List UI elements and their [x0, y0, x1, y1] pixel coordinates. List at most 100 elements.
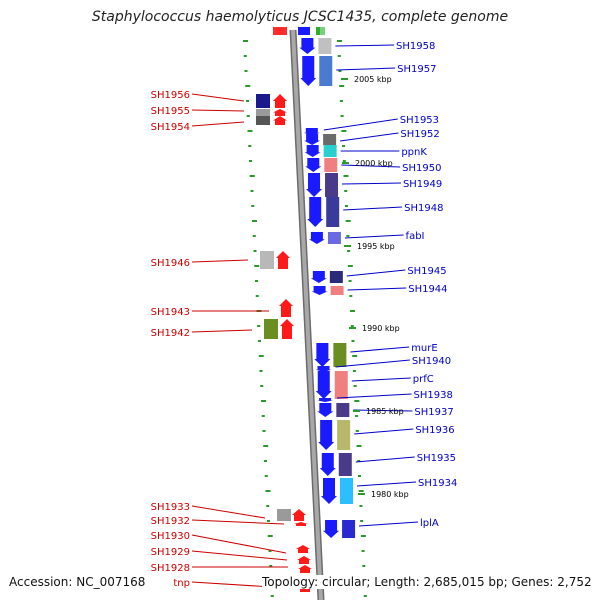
tick-mark-left	[249, 175, 255, 177]
right-gene-label: SH1934	[418, 478, 457, 489]
tick-mark-left	[265, 490, 271, 492]
left-gene-label: SH1946	[151, 258, 190, 269]
tick-mark-right	[344, 205, 348, 207]
gene-box	[330, 286, 344, 295]
tick-mark-right	[351, 340, 355, 342]
gene-box	[326, 197, 340, 227]
tick-mark-right	[342, 145, 346, 147]
left-gene-label: SH1943	[151, 307, 190, 318]
tick-mark-right	[344, 190, 348, 192]
tick-mark-right	[342, 160, 346, 162]
tick-mark-left	[270, 595, 274, 597]
tick-mark-left	[267, 535, 273, 537]
top-partial-genes	[273, 27, 325, 35]
tick-mark-right	[346, 235, 350, 237]
topology-text: Topology: circular; Length: 2,685,015 bp…	[262, 575, 592, 589]
tick-mark-left	[244, 70, 248, 72]
tick-mark-right	[360, 535, 366, 537]
right-gene-label: SH1952	[400, 129, 439, 140]
tick-mark-right	[357, 460, 361, 462]
gene-box	[319, 56, 333, 86]
kbp-marker: 1985 kbp	[353, 407, 404, 416]
right-gene-label: SH1935	[417, 453, 456, 464]
left-gene-sh1955: SH1955	[151, 106, 287, 117]
right-gene-sh1948: SH1948	[307, 197, 443, 227]
tick-mark-left	[257, 325, 261, 327]
gene-box	[336, 403, 350, 417]
tick-mark-right	[350, 325, 354, 327]
tick-mark-left	[261, 415, 265, 417]
genome-backbone	[289, 29, 325, 600]
right-gene-label: murE	[411, 343, 438, 354]
right-gene-label: SH1944	[408, 284, 447, 295]
tick-mark-right	[357, 475, 361, 477]
tick-mark-right	[353, 385, 357, 387]
tick-mark-right	[347, 250, 351, 252]
tick-mark-right	[343, 175, 349, 177]
tick-mark-left	[259, 370, 263, 372]
left-gene-label: SH1930	[151, 531, 190, 542]
tick-mark-left	[246, 115, 250, 117]
kbp-label: 1980 kbp	[371, 490, 409, 499]
right-gene-sh1936: SH1936	[318, 420, 455, 450]
tick-mark-left	[261, 400, 266, 402]
right-gene-fabi: fabI	[308, 231, 425, 244]
tick-mark-left	[258, 340, 261, 342]
tick-mark-left	[243, 40, 248, 42]
tick-mark-right	[349, 295, 353, 297]
tick-mark-right	[358, 490, 364, 492]
kbp-label: 2000 kbp	[355, 159, 393, 168]
left-gene-label: SH1955	[151, 106, 190, 117]
gene-box	[323, 145, 337, 157]
left-gene-sh1929: SH1929	[151, 547, 311, 564]
tick-mark-right	[363, 595, 367, 597]
tick-mark-right	[350, 310, 356, 312]
kbp-marker: 2000 kbp	[342, 159, 393, 168]
tick-mark-right	[337, 55, 341, 57]
tick-mark-left	[269, 565, 273, 567]
right-gene-sh1938: SH1938	[317, 390, 453, 402]
kbp-label: 2005 kbp	[354, 75, 392, 84]
kbp-label: 1995 kbp	[357, 242, 395, 251]
right-gene-sh1945: SH1945	[310, 266, 447, 283]
accession-text: Accession: NC_007168	[9, 575, 146, 589]
tick-mark-right	[339, 100, 343, 102]
tick-mark-right	[360, 520, 364, 522]
tick-mark-left	[251, 205, 255, 207]
left-strand-genes: SH1956SH1955SH1954SH1946SH1943SH1942SH19…	[151, 90, 312, 592]
tick-mark-right	[359, 505, 363, 507]
left-gene-sh1946: SH1946	[151, 251, 290, 269]
tick-mark-left	[255, 280, 258, 282]
tick-mark-left	[262, 430, 266, 432]
tick-mark-right	[347, 265, 353, 267]
right-gene-label: prfC	[413, 374, 434, 385]
tick-mark-right	[340, 115, 344, 117]
gene-box	[323, 134, 337, 145]
left-gene-label: SH1928	[151, 563, 190, 574]
right-gene-sh1949: SH1949	[306, 173, 442, 197]
right-gene-label: SH1936	[415, 425, 454, 436]
left-gene-sh1942: SH1942	[151, 319, 294, 339]
tick-mark-left	[250, 190, 254, 192]
gene-box	[277, 509, 291, 521]
tick-mark-right	[337, 40, 342, 42]
tick-mark-right	[356, 445, 362, 447]
right-gene-sh1934: SH1934	[321, 478, 457, 504]
tick-mark-right	[355, 430, 359, 432]
tick-mark-left	[255, 295, 259, 297]
left-gene-label: SH1942	[151, 328, 190, 339]
tick-mark-right	[352, 355, 358, 357]
left-gene-label: SH1956	[151, 90, 190, 101]
tick-mark-left	[268, 550, 272, 552]
right-gene-label: SH1940	[412, 356, 451, 367]
gene-box	[342, 520, 356, 538]
right-gene-sh1935: SH1935	[319, 453, 456, 476]
gene-box	[264, 319, 278, 339]
kbp-label: 1990 kbp	[362, 324, 400, 333]
tick-mark-left	[243, 55, 247, 57]
right-gene-label: fabI	[406, 231, 425, 242]
gene-box	[256, 109, 270, 116]
gene-box	[338, 453, 352, 476]
tick-mark-right	[345, 220, 351, 222]
